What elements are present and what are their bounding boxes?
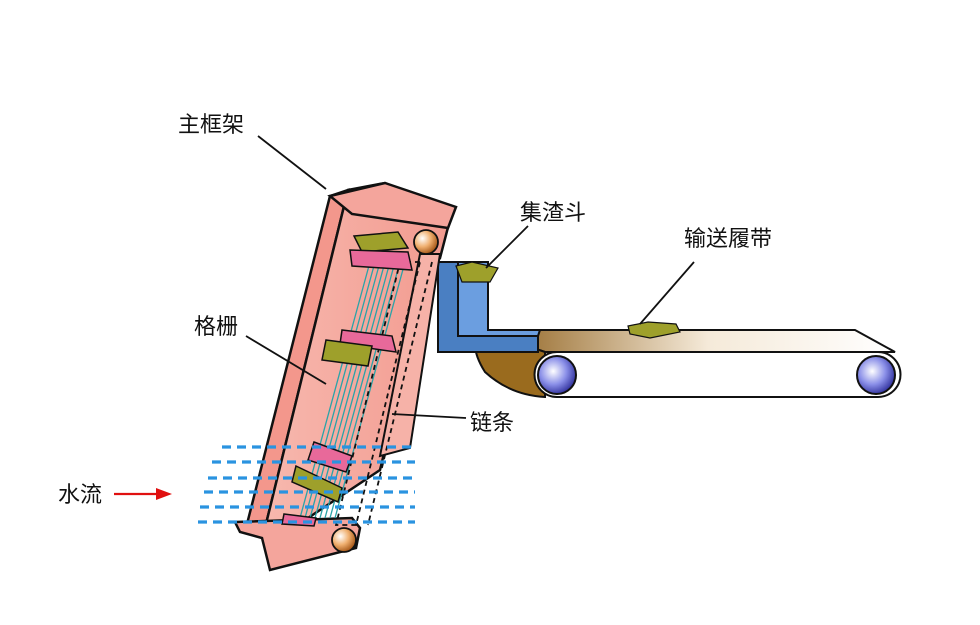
water-flow-arrow — [114, 488, 172, 500]
belt-right-roller — [856, 355, 896, 395]
label-chain: 链条 — [470, 411, 514, 436]
frame-top-cap — [327, 181, 458, 230]
label-conveyor: 输送履带 — [684, 227, 772, 252]
frame-top-roller — [413, 229, 439, 255]
label-water-flow: 水流 — [58, 483, 102, 508]
label-grid: 格栅 — [194, 315, 238, 340]
belt-debris — [627, 321, 681, 339]
label-main-frame: 主框架 — [178, 113, 244, 138]
label-hopper: 集渣斗 — [520, 201, 586, 226]
frame-bottom-roller — [331, 527, 357, 553]
belt-top-surface — [479, 329, 896, 353]
leader-chain — [391, 413, 467, 419]
frame-bottom-cap — [233, 516, 362, 572]
leader-hopper — [485, 225, 529, 269]
conveyor-belt — [474, 321, 902, 399]
belt-left-roller — [537, 355, 577, 395]
leader-grid — [245, 335, 327, 385]
leader-conveyor — [639, 261, 695, 325]
water-lines — [198, 445, 415, 524]
debris-hopper — [437, 261, 542, 353]
hopper-debris — [455, 261, 499, 283]
leader-lines — [245, 135, 695, 419]
chain-return — [367, 261, 433, 526]
belt-loop — [533, 351, 902, 398]
leader-main-frame — [257, 135, 327, 190]
